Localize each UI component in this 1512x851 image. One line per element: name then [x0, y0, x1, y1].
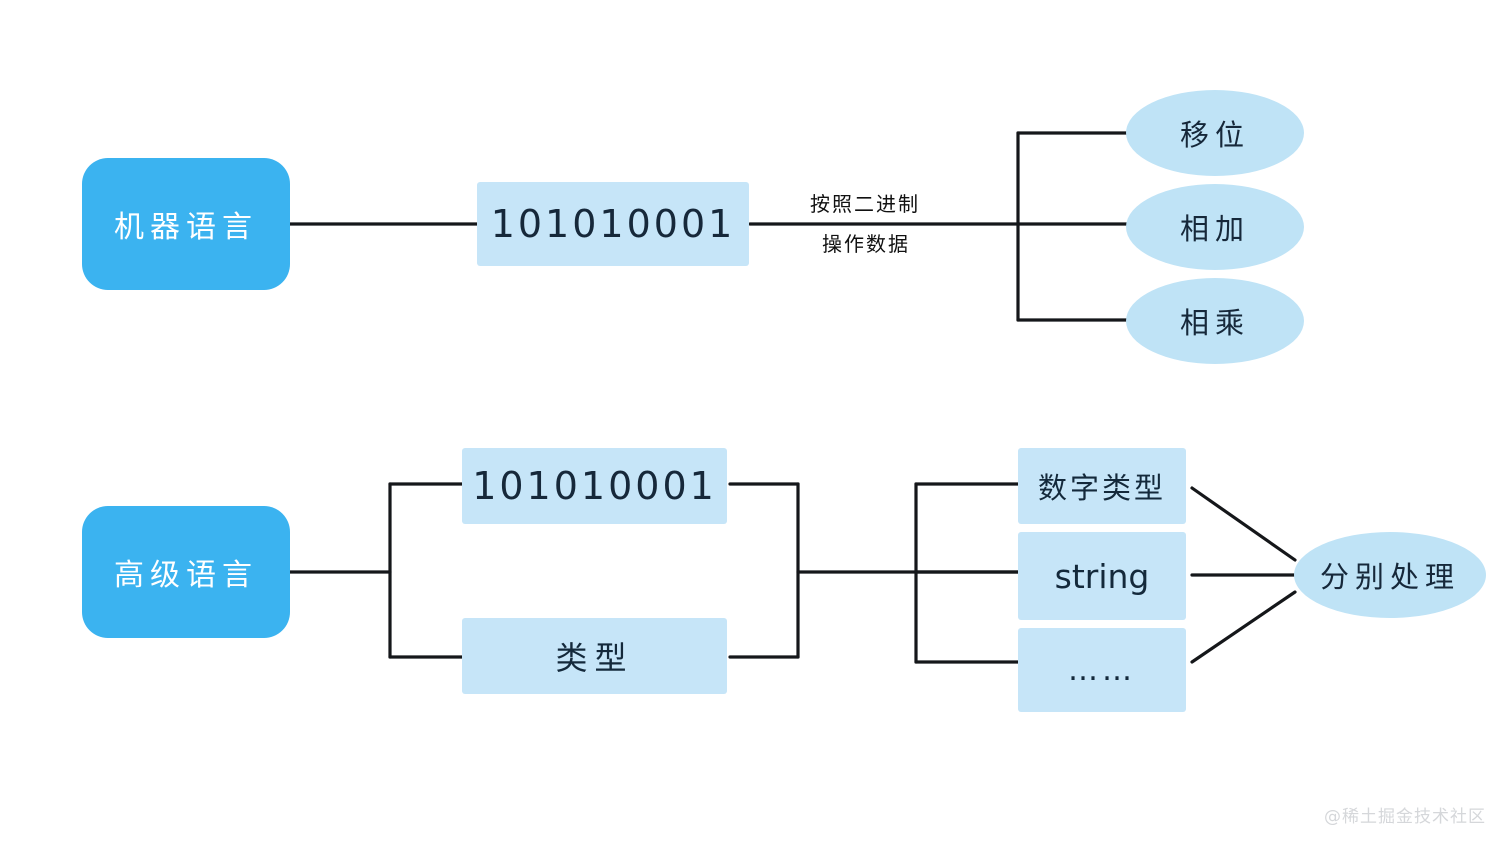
highlevel-binary-box[interactable]: 101010001 — [462, 448, 727, 524]
high-level-language-label: 高级语言 — [114, 558, 258, 593]
operation-add-ellipse[interactable]: 相加 — [1126, 184, 1304, 270]
machine-binary-label: 101010001 — [490, 202, 736, 246]
operation-shift-ellipse[interactable]: 移位 — [1126, 90, 1304, 176]
high-level-language-box[interactable]: 高级语言 — [82, 506, 290, 638]
result-handle-separately-label: 分别处理 — [1319, 560, 1460, 594]
type-number-label: 数字类型 — [1037, 471, 1166, 505]
result-handle-separately-ellipse[interactable]: 分别处理 — [1294, 532, 1486, 618]
operation-multiply-ellipse[interactable]: 相乘 — [1126, 278, 1304, 364]
machine-language-label: 机器语言 — [114, 210, 258, 245]
edge-other-to-result — [1190, 590, 1297, 664]
watermark: @稀土掘金技术社区 — [1324, 807, 1486, 827]
highlevel-type-label: 类型 — [555, 639, 634, 677]
operation-multiply-label: 相乘 — [1179, 306, 1250, 340]
highlevel-type-box[interactable]: 类型 — [462, 618, 727, 694]
edge-number-to-result — [1190, 486, 1297, 562]
type-string-label: string — [1054, 556, 1150, 596]
type-number-box[interactable]: 数字类型 — [1018, 448, 1186, 524]
edge-label-binary-top: 按照二进制 — [810, 192, 920, 216]
machine-binary-box[interactable]: 101010001 — [477, 182, 749, 266]
edge-label-binary-bottom: 操作数据 — [822, 232, 910, 256]
operation-add-label: 相加 — [1179, 212, 1250, 246]
highlevel-binary-label: 101010001 — [472, 464, 717, 508]
type-other-box[interactable]: …… — [1018, 628, 1186, 712]
type-other-label: …… — [1068, 652, 1136, 688]
machine-language-box[interactable]: 机器语言 — [82, 158, 290, 290]
operation-shift-label: 移位 — [1179, 118, 1250, 152]
type-string-box[interactable]: string — [1018, 532, 1186, 620]
